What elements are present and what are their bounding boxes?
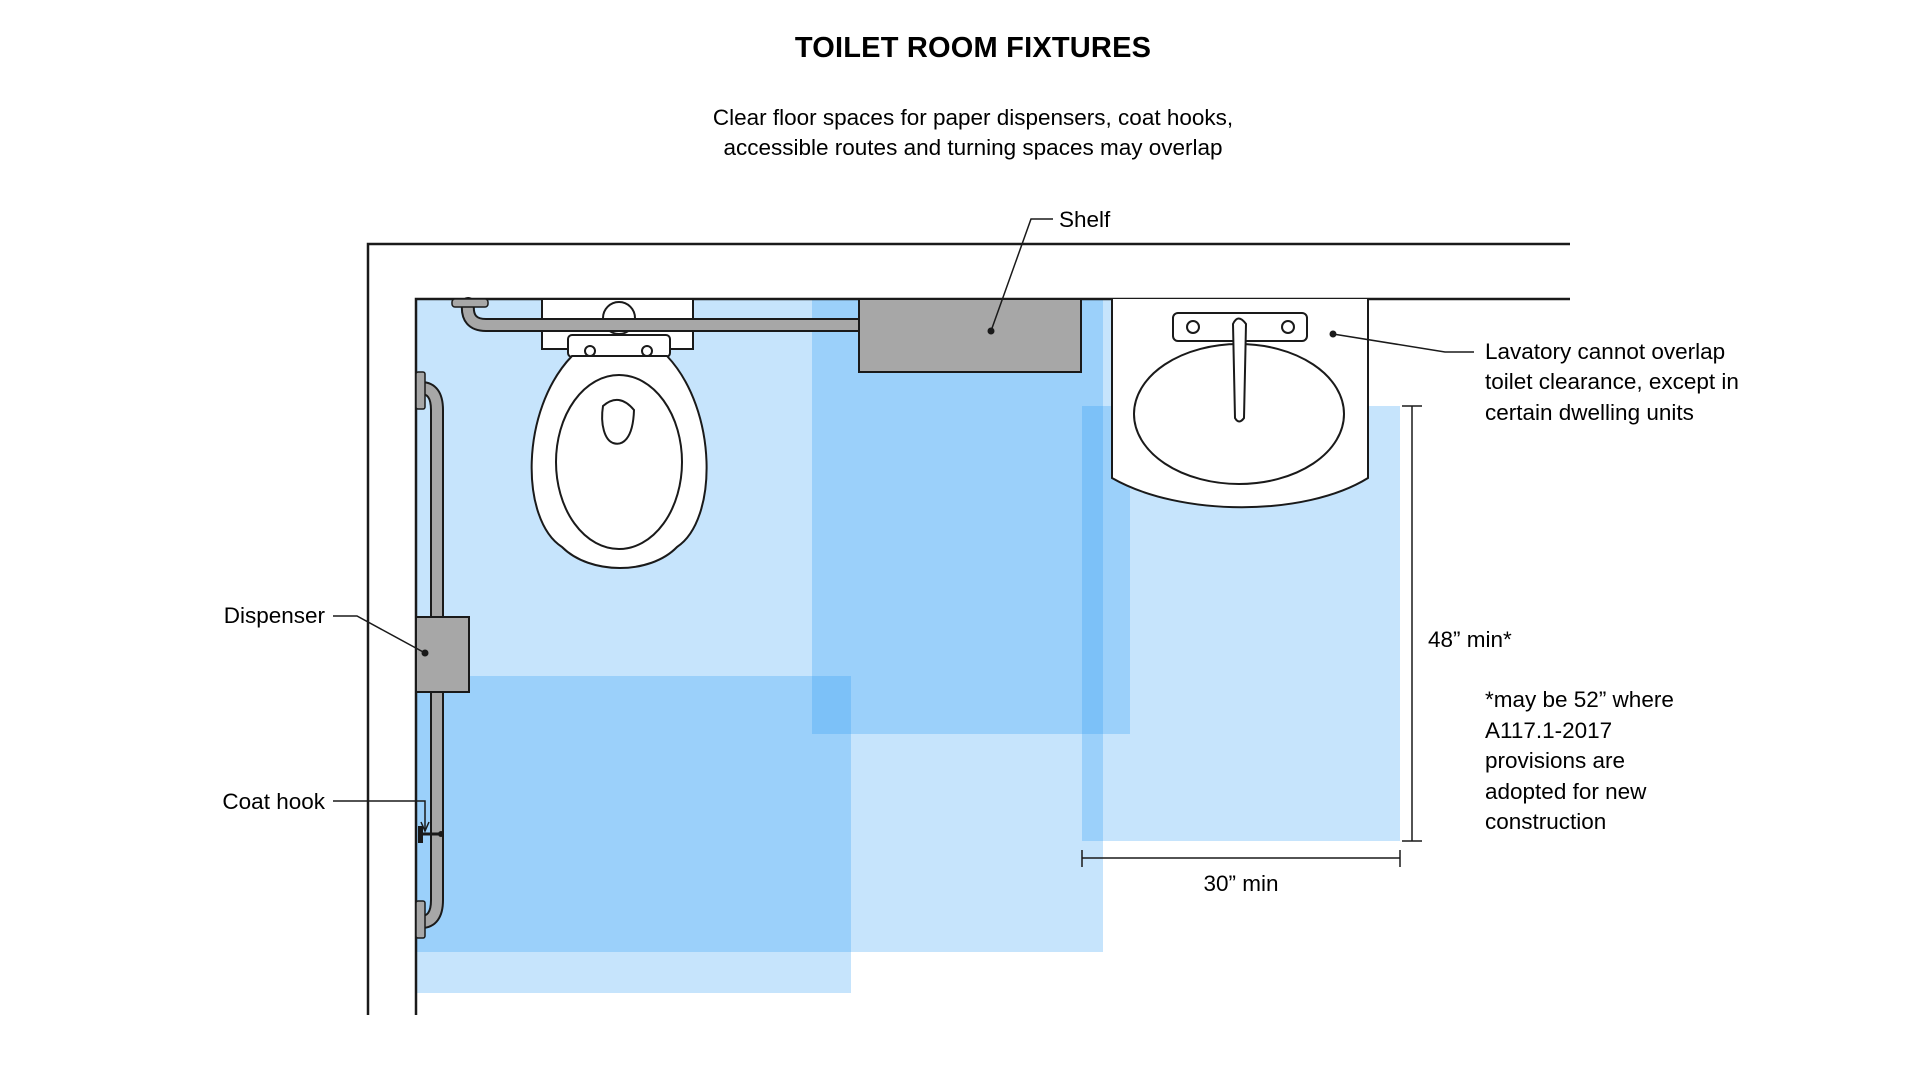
lavatory-handle-left (1186, 320, 1200, 334)
rear-grab-bar-tube-fill (462, 299, 920, 330)
toilet-fixture (530, 298, 708, 569)
footnote-line5: construction (1485, 809, 1606, 834)
toilet-clearance-area (417, 299, 1103, 952)
diagram-subtitle-line2: accessible routes and turning spaces may… (723, 135, 1222, 160)
lavatory-note-line1: Lavatory cannot overlap (1485, 339, 1725, 364)
depth-dimension-label: 48” min* (1428, 627, 1512, 652)
width-dimension-label: 30” min (1203, 871, 1278, 896)
width-dimension-line (1081, 850, 1401, 867)
lavatory-note-line3: certain dwelling units (1485, 400, 1694, 425)
toilet-hinge-bolt-right (641, 345, 653, 357)
outer-wall-line (366, 242, 1570, 1015)
coat-hook-leader-arrow (420, 821, 430, 833)
lavatory-spout (1231, 317, 1248, 423)
footnote-line3: provisions are (1485, 748, 1625, 773)
lavatory-fixture (1111, 299, 1369, 509)
coat-hook-label: Coat hook (222, 789, 325, 814)
dispenser-leader-line (333, 615, 426, 654)
footnote-line4: adopted for new (1485, 779, 1647, 804)
toilet-drain (601, 399, 636, 445)
dispenser-clear-floor-space (417, 676, 851, 993)
footnote-line2: A117.1-2017 (1485, 718, 1612, 743)
dispenser-leader (333, 615, 429, 657)
side-grab-bar-mount-top (415, 371, 426, 410)
toilet-seat-hinge (567, 334, 671, 358)
lavatory-note-line2: toilet clearance, except in (1485, 369, 1739, 394)
toilet-hinge-bolt-left (584, 345, 596, 357)
footnote-line1: *may be 52” where (1485, 687, 1674, 712)
toilet-seat-opening (555, 374, 683, 550)
shelf-fixture (858, 298, 1082, 373)
diagram-title: TOILET ROOM FIXTURES (795, 32, 1151, 64)
diagram-subtitle-line1: Clear floor spaces for paper dispensers,… (713, 105, 1233, 130)
shelf-leader-line (990, 218, 1053, 332)
coat-hook-plate (418, 826, 423, 843)
side-grab-bar-mount-bottom (415, 900, 426, 939)
lavatory-note-leader (1329, 330, 1474, 353)
coat-hook-leader (333, 800, 430, 833)
coat-hook-fixture (418, 826, 444, 843)
rear-grab-bar-mount (451, 298, 489, 308)
coat-hook-knob (438, 831, 444, 837)
coat-hook-leader-line (333, 800, 426, 829)
lavatory-handle-right (1281, 320, 1295, 334)
shelf-leader (987, 218, 1053, 335)
shelf-label: Shelf (1059, 207, 1111, 232)
dispenser-label: Dispenser (224, 603, 326, 628)
depth-dimension-line (1402, 405, 1422, 842)
lavatory-leader-line (1332, 333, 1474, 353)
